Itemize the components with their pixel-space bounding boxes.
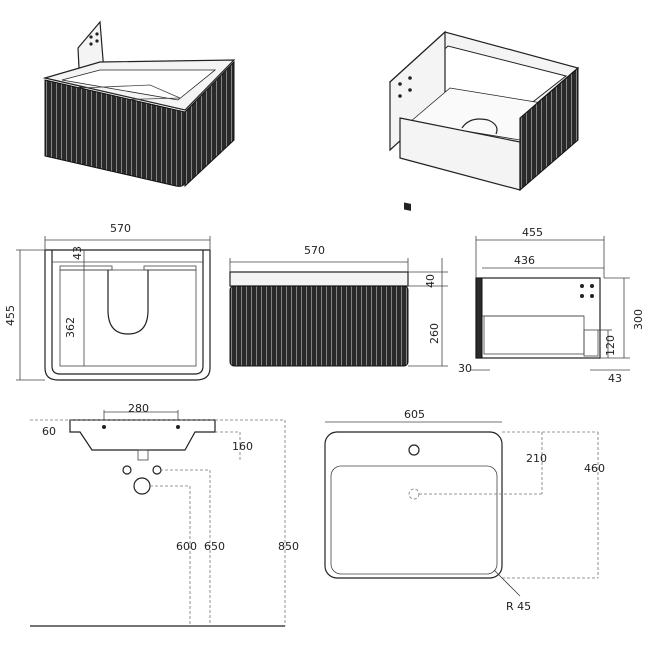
dim-basin-width: 605 [404,408,425,421]
dim-elevation-width: 570 [304,244,325,257]
waste-position [408,488,420,500]
installation-elevation: 280 60 160 600 650 850 [30,402,299,627]
elevation-drawer-front [229,285,409,367]
dim-drawer-height-mark: 650 [204,540,225,553]
front-section-view: 570 43 362 455 [4,222,211,381]
basin-plan-view: 605 210 460 R 45 [324,408,605,613]
dim-basin-top-height: 850 [278,540,299,553]
dim-side-back-offset: 30 [458,362,472,375]
dim-basin-lip: 60 [42,425,56,438]
basin-side-profile [69,419,216,451]
side-section-view: 455 436 300 120 30 43 [458,226,645,385]
isometric-cabinet-back [388,30,580,211]
dim-elevation-drawer-height: 260 [428,323,441,344]
dim-side-front-offset: 43 [608,372,622,385]
dim-front-inner-height: 362 [64,317,77,338]
dim-basin-radius: R 45 [506,600,531,613]
dim-basin-depth-plan: 460 [584,462,605,475]
dim-side-drawer-height: 120 [604,335,617,356]
dim-front-top-offset: 43 [71,246,84,260]
dim-side-height: 300 [632,309,645,330]
isometric-cabinet-front [42,20,236,188]
dim-front-width: 570 [110,222,131,235]
dim-basin-depth: 160 [232,440,253,453]
dim-elevation-top: 40 [424,274,437,288]
dim-basin-tap-offset: 210 [526,452,547,465]
dim-front-total-height: 455 [4,305,17,326]
dim-side-inner-depth: 436 [514,254,535,267]
front-elevation-view: 570 40 260 [229,244,448,367]
dim-basin-tap-spacing: 280 [128,402,149,415]
tap-hole [408,444,420,456]
dim-side-depth: 455 [522,226,543,239]
dim-waste-height: 600 [176,540,197,553]
